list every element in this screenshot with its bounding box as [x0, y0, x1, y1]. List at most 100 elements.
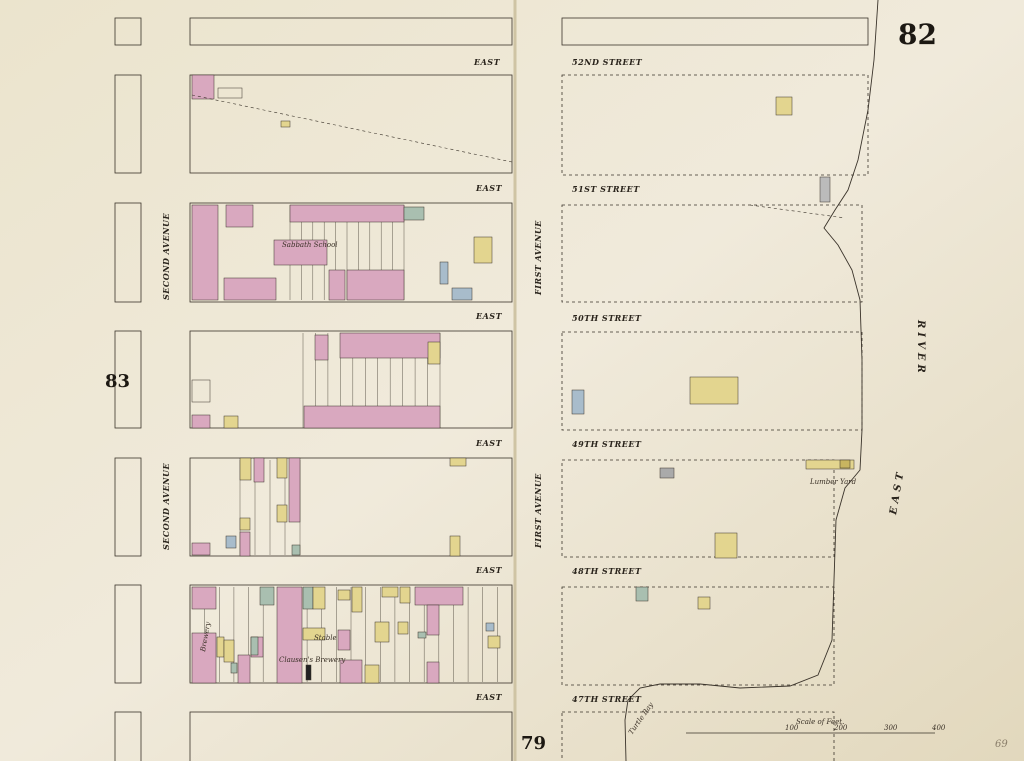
building	[346, 269, 405, 301]
building	[223, 639, 235, 663]
avenue-labels: SECOND AVENUE SECOND AVENUE FIRST AVENUE…	[161, 213, 543, 550]
city-block	[189, 202, 513, 303]
building	[364, 664, 380, 684]
scale-tick: 300	[884, 724, 898, 732]
building	[239, 457, 252, 481]
building	[805, 459, 855, 470]
building	[485, 622, 495, 632]
second-avenue-label: SECOND AVENUE	[161, 213, 171, 300]
building	[426, 661, 440, 684]
scale-tick: 100	[785, 724, 799, 732]
city-block	[561, 204, 863, 303]
east-label: EAST	[475, 183, 503, 193]
building	[449, 457, 467, 467]
east-label: EAST	[473, 57, 501, 67]
avenue-block-strip	[114, 330, 142, 429]
building	[225, 535, 237, 549]
second-avenue-label: SECOND AVENUE	[161, 463, 171, 550]
street-labels: EAST 52ND STREET EAST 51ST STREET EAST 5…	[473, 57, 642, 704]
building	[427, 341, 441, 365]
street-50-label: 50TH STREET	[572, 313, 642, 323]
building	[217, 87, 243, 99]
building	[276, 457, 288, 479]
adjoining-sheet-bottom[interactable]: 79	[521, 733, 546, 754]
sheet-number: 82	[898, 18, 937, 51]
building	[312, 586, 326, 610]
building	[191, 74, 215, 100]
building	[302, 586, 314, 610]
sabbath-school-label: Sabbath School	[282, 241, 338, 249]
building	[374, 621, 390, 643]
avenue-block-strip	[114, 202, 142, 303]
property-dashed-line	[191, 94, 513, 163]
building	[571, 389, 585, 415]
property-dashed-line	[749, 204, 846, 219]
building	[191, 586, 217, 610]
east-label: EAST	[475, 565, 503, 575]
building	[237, 654, 251, 684]
city-block	[189, 711, 513, 761]
building	[414, 586, 464, 606]
building	[289, 204, 405, 223]
building	[191, 379, 211, 403]
building	[216, 636, 225, 658]
building	[223, 277, 277, 301]
east-river-shoreline	[624, 0, 879, 761]
east-label: EAST	[475, 692, 503, 702]
street-47-label: 47TH STREET	[572, 694, 642, 704]
building	[239, 517, 251, 531]
avenue-block-strip	[114, 17, 142, 46]
building	[303, 405, 441, 429]
river-name-label: RIVER	[915, 319, 926, 377]
street-51-label: 51ST STREET	[572, 184, 640, 194]
city-block	[561, 711, 835, 761]
building	[250, 636, 259, 656]
city-block	[561, 459, 835, 558]
building	[339, 332, 441, 359]
building	[635, 586, 649, 602]
building	[239, 531, 251, 557]
building	[487, 635, 501, 649]
building	[449, 535, 461, 557]
building	[328, 269, 346, 301]
street-49-label: 49TH STREET	[572, 439, 642, 449]
city-block	[189, 17, 513, 46]
scale-tick: 200	[833, 724, 848, 732]
building	[305, 664, 312, 681]
building	[291, 544, 301, 556]
city-block	[189, 457, 513, 557]
building	[314, 334, 329, 361]
avenue-block-strip	[114, 711, 142, 761]
first-avenue-label: FIRST AVENUE	[533, 220, 543, 296]
building	[417, 631, 427, 639]
building	[426, 604, 440, 636]
building	[697, 596, 711, 610]
building	[399, 586, 411, 604]
building	[225, 204, 254, 228]
building	[280, 120, 291, 128]
building	[659, 467, 675, 479]
city-block	[189, 74, 513, 174]
adjoining-sheet-left[interactable]: 83	[105, 371, 130, 392]
city-block	[561, 74, 869, 176]
stable-label: Stable	[314, 634, 337, 642]
building	[191, 632, 217, 684]
building	[451, 287, 473, 301]
buildings	[191, 74, 855, 684]
east-label: EAST	[475, 311, 503, 321]
avenue-block-strip	[114, 74, 142, 174]
building	[302, 627, 326, 641]
building	[191, 414, 211, 429]
lumber-yard-label: Lumber Yard	[809, 478, 857, 486]
street-48-label: 48TH STREET	[572, 566, 642, 576]
handwritten-note: 69	[995, 739, 1008, 750]
building	[191, 204, 219, 301]
avenue-block-strip	[114, 584, 142, 684]
building	[276, 504, 288, 523]
building	[339, 659, 363, 684]
building	[337, 629, 351, 651]
first-avenue-label: FIRST AVENUE	[533, 473, 543, 549]
building	[337, 589, 351, 601]
building	[351, 586, 363, 613]
